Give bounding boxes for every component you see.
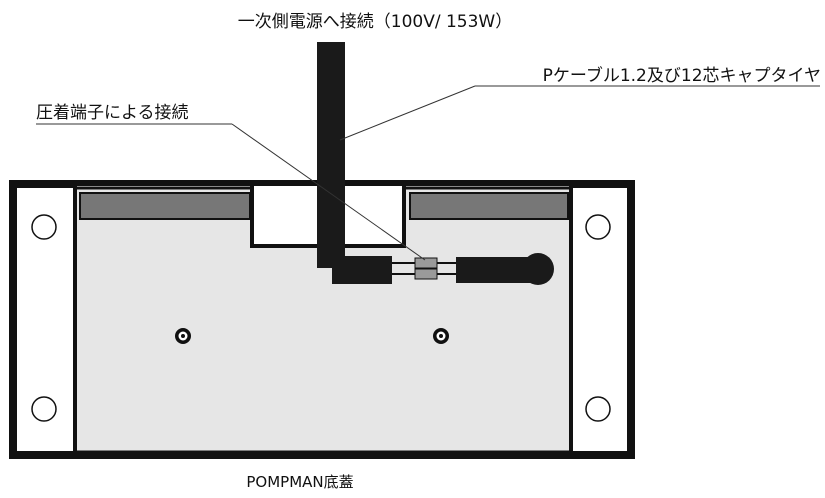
power-cable [317, 42, 345, 268]
cable-bend [332, 256, 392, 284]
corner-hole-bottom-right [585, 396, 611, 422]
primary-connection-label: 一次側電源へ接続（100V/ 153W） [238, 12, 512, 32]
crimp-terminal-upper [414, 257, 438, 269]
top-bar-right [409, 192, 569, 220]
corner-hole-top-right [585, 214, 611, 240]
top-bar-left [79, 192, 251, 220]
diagram-caption: POMPMAN底蓋 [246, 473, 353, 491]
device-cable-end [522, 253, 554, 285]
corner-hole-top-left [31, 214, 57, 240]
mounting-boss-left [175, 328, 191, 344]
corner-hole-bottom-left [31, 396, 57, 422]
mounting-boss-right [433, 328, 449, 344]
cable-spec-label: Pケーブル1.2及び12芯キャプタイヤ [543, 65, 821, 86]
crimp-terminal-lower [414, 268, 438, 280]
leader-line-cable-spec [339, 85, 476, 141]
leader-line-crimp-diag [231, 123, 426, 261]
crimp-connection-label: 圧着端子による接続 [36, 103, 189, 123]
